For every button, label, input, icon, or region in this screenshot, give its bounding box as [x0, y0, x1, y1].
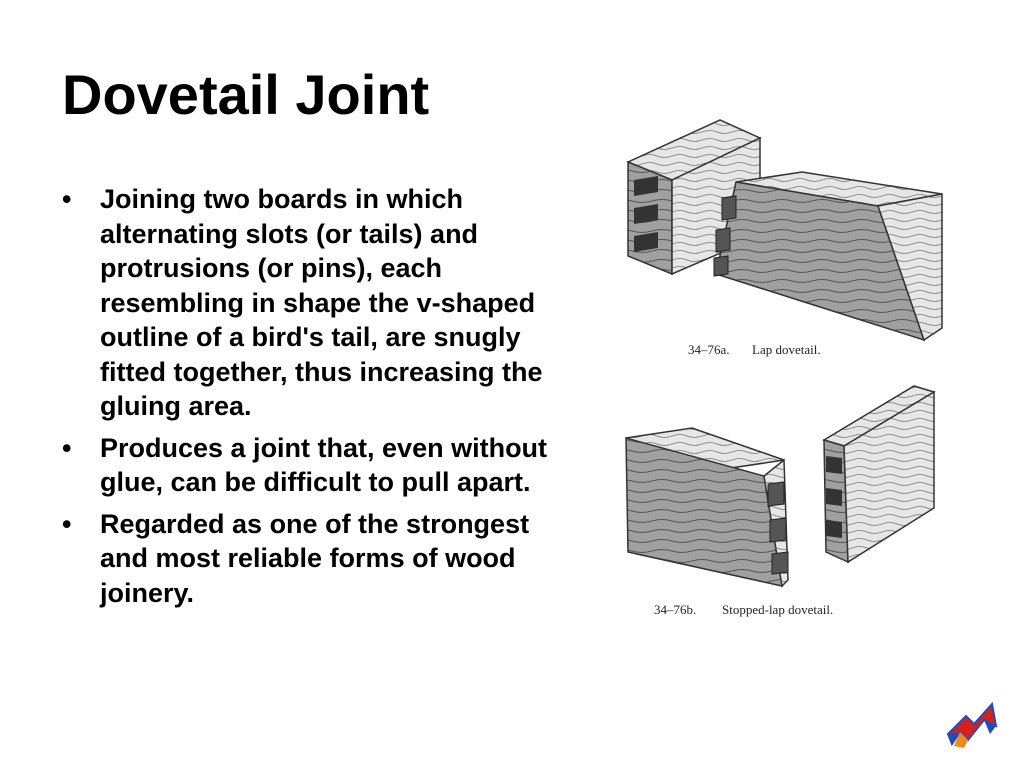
socket: [826, 456, 842, 474]
caption-a-number: 34–76a.: [688, 342, 730, 357]
socket: [826, 488, 842, 506]
tail: [771, 551, 789, 575]
bullet-glyph: •: [62, 432, 72, 463]
socket: [826, 520, 842, 538]
tail: [769, 517, 787, 543]
stopped-lap-dovetail-drawing: 34–76b. Stopped-lap dovetail.: [625, 385, 936, 617]
caption-a-text: Lap dovetail.: [752, 342, 821, 357]
slide-title: Dovetail Joint: [62, 63, 430, 126]
dovetail-illustration: 34–76a. Lap dovetail. 34–76b. Stopped-la…: [625, 119, 943, 617]
lap-dovetail-drawing: 34–76a. Lap dovetail.: [626, 119, 943, 357]
arrow-logo-icon: [946, 701, 998, 748]
tail: [713, 255, 729, 277]
board-end-face: [877, 193, 943, 342]
board-side-face: [843, 390, 935, 564]
bullet-item: • Produces a joint that, even without gl…: [62, 431, 562, 500]
caption-b-number: 34–76b.: [654, 602, 696, 617]
bullet-item: • Regarded as one of the strongest and m…: [62, 507, 562, 611]
socket: [634, 176, 658, 196]
caption-b-text: Stopped-lap dovetail.: [722, 602, 833, 617]
socket: [634, 204, 658, 224]
bullet-glyph: •: [62, 508, 72, 539]
bullet-item: • Joining two boards in which alternatin…: [62, 182, 562, 424]
socket: [634, 232, 658, 252]
bullet-text: Joining two boards in which alternating …: [100, 184, 543, 421]
tail: [767, 481, 785, 507]
tail: [721, 195, 737, 221]
bullet-glyph: •: [62, 184, 72, 214]
bullet-list: • Joining two boards in which alternatin…: [62, 182, 562, 617]
bullet-text: Regarded as one of the strongest and mos…: [100, 508, 530, 608]
tail: [715, 227, 731, 253]
bullet-text: Produces a joint that, even without glue…: [100, 432, 548, 498]
